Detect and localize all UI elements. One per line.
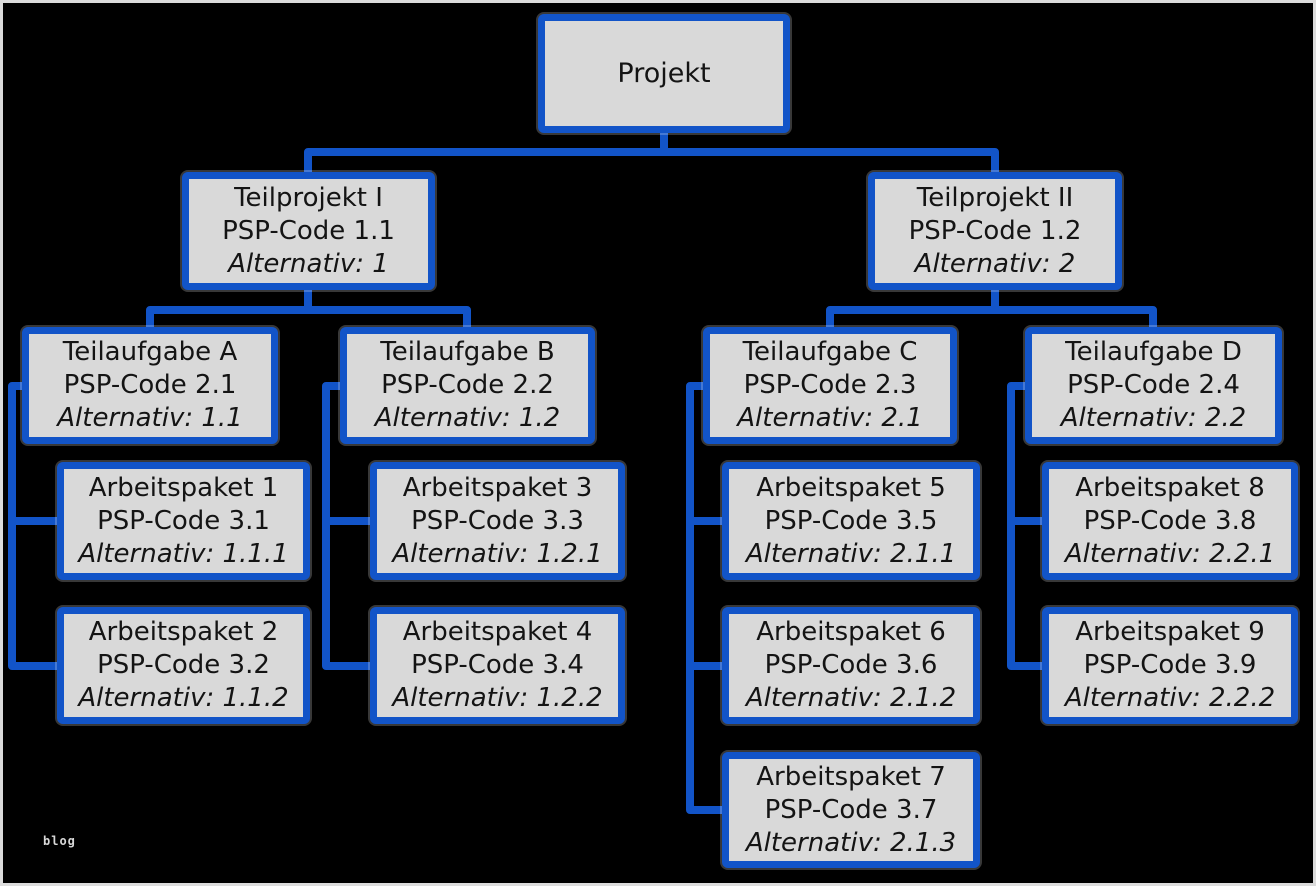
node-title: Teilprojekt I: [234, 182, 383, 213]
node-psp-code: PSP-Code 3.6: [764, 650, 938, 680]
node-alternativ: Alternativ: 1.1.1: [78, 538, 289, 569]
node-psp-code: PSP-Code 1.1: [222, 215, 395, 246]
node-title: Arbeitspaket 9: [1075, 617, 1265, 647]
node-alternativ: Alternativ: 1.1: [57, 403, 243, 433]
node-psp-code: PSP-Code 3.2: [97, 650, 270, 680]
node-alternativ: Alternativ: 1.2.2: [392, 683, 603, 713]
node-title: Teilaufgabe A: [62, 337, 238, 367]
node-teilaufgabe-b: Teilaufgabe B PSP-Code 2.2 Alternativ: 1…: [340, 327, 595, 444]
node-teilprojekt-1: Teilprojekt I PSP-Code 1.1 Alternativ: 1: [182, 172, 435, 290]
node-title: Arbeitspaket 2: [88, 617, 279, 647]
node-title: Arbeitspaket 1: [88, 472, 279, 503]
node-alternativ: Alternativ: 2.1.1: [745, 538, 957, 569]
connector-column-c: [686, 382, 725, 814]
node-title: Arbeitspaket 6: [756, 617, 946, 647]
node-alternativ: Alternativ: 2.1.2: [745, 683, 957, 713]
node-psp-code: PSP-Code 2.2: [381, 370, 554, 400]
node-title: Teilaufgabe C: [742, 337, 918, 367]
node-arbeitspaket-2: Arbeitspaket 2 PSP-Code 3.2 Alternativ: …: [57, 607, 310, 724]
node-psp-code: PSP-Code 3.5: [764, 505, 938, 536]
node-psp-code: PSP-Code 3.3: [411, 505, 584, 536]
node-arbeitspaket-4: Arbeitspaket 4 PSP-Code 3.4 Alternativ: …: [370, 607, 625, 724]
node-teilaufgabe-c: Teilaufgabe C PSP-Code 2.3 Alternativ: 2…: [703, 327, 957, 444]
node-teilaufgabe-d: Teilaufgabe D PSP-Code 2.4 Alternativ: 2…: [1025, 327, 1282, 444]
node-projekt: Projekt: [538, 14, 790, 133]
node-psp-code: PSP-Code 3.8: [1083, 505, 1257, 536]
node-alternativ: Alternativ: 2.1.3: [745, 827, 957, 858]
node-arbeitspaket-3: Arbeitspaket 3 PSP-Code 3.3 Alternativ: …: [370, 462, 625, 580]
node-psp-code: PSP-Code 3.1: [97, 505, 270, 536]
watermark-text: blog: [43, 834, 76, 848]
node-alternativ: Alternativ: 1.2: [374, 403, 561, 433]
node-arbeitspaket-1: Arbeitspaket 1 PSP-Code 3.1 Alternativ: …: [57, 462, 310, 580]
node-alternativ: Alternativ: 1.2.1: [392, 538, 603, 569]
node-arbeitspaket-6: Arbeitspaket 6 PSP-Code 3.6 Alternativ: …: [722, 607, 980, 724]
connector-root-bracket: [304, 148, 999, 174]
node-alternativ: Alternativ: 2.2: [1060, 403, 1247, 433]
node-psp-code: PSP-Code 1.2: [908, 215, 1082, 246]
node-arbeitspaket-9: Arbeitspaket 9 PSP-Code 3.9 Alternativ: …: [1042, 607, 1298, 724]
node-arbeitspaket-7: Arbeitspaket 7 PSP-Code 3.7 Alternativ: …: [722, 752, 980, 868]
node-title: Arbeitspaket 8: [1075, 472, 1265, 503]
node-title: Arbeitspaket 5: [756, 472, 946, 503]
node-psp-code: PSP-Code 2.3: [743, 370, 917, 400]
node-arbeitspaket-8: Arbeitspaket 8 PSP-Code 3.8 Alternativ: …: [1042, 462, 1298, 580]
node-title: Teilaufgabe D: [1065, 337, 1242, 367]
node-alternativ: Alternativ: 2.2.1: [1064, 538, 1276, 569]
node-title: Arbeitspaket 4: [402, 617, 593, 647]
node-title: Arbeitspaket 3: [402, 472, 593, 503]
node-alternativ: Alternativ: 2: [914, 248, 1076, 279]
node-title: Teilprojekt II: [916, 182, 1074, 213]
node-alternativ: Alternativ: 2.2.2: [1064, 683, 1276, 713]
node-psp-code: PSP-Code 3.9: [1083, 650, 1257, 680]
node-teilprojekt-2: Teilprojekt II PSP-Code 1.2 Alternativ: …: [868, 172, 1122, 290]
node-alternativ: Alternativ: 1: [228, 248, 389, 279]
node-psp-code: PSP-Code 2.1: [63, 370, 237, 400]
node-alternativ: Alternativ: 1.1.2: [78, 683, 289, 713]
node-teilaufgabe-a: Teilaufgabe A PSP-Code 2.1 Alternativ: 1…: [22, 327, 278, 444]
node-title: Arbeitspaket 7: [756, 761, 946, 792]
node-psp-code: PSP-Code 3.7: [764, 794, 938, 825]
node-psp-code: PSP-Code 3.4: [411, 650, 584, 680]
node-psp-code: PSP-Code 2.4: [1067, 370, 1240, 400]
node-title: Projekt: [617, 58, 711, 89]
node-arbeitspaket-5: Arbeitspaket 5 PSP-Code 3.5 Alternativ: …: [722, 462, 980, 580]
node-title: Teilaufgabe B: [380, 337, 555, 367]
node-alternativ: Alternativ: 2.1: [737, 403, 923, 433]
